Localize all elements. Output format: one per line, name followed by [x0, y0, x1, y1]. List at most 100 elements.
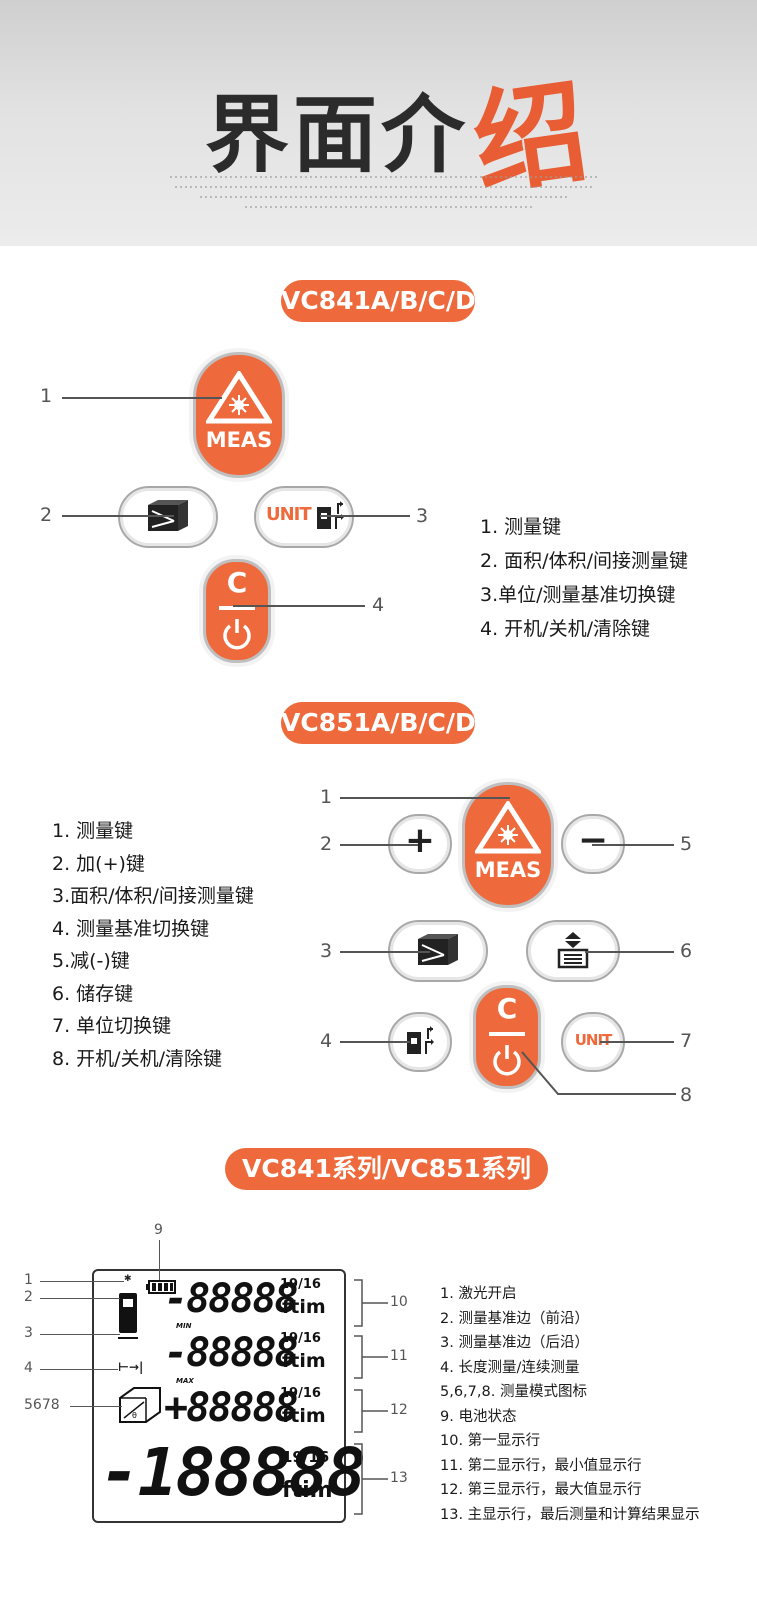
lcd-unit: ftim: [282, 1350, 326, 1372]
section3-legend: 1. 激光开启 2. 测量基准边（前沿） 3. 测量基准边（后沿） 4. 长度测…: [440, 1282, 700, 1527]
laser-on-icon: ✱: [124, 1274, 132, 1284]
callout-number: 3: [416, 505, 429, 527]
callout-number: 4: [372, 594, 385, 616]
power-clear-button[interactable]: C: [203, 559, 271, 663]
lcd-fraction: 19/16: [282, 1448, 330, 1466]
power-icon: [223, 619, 251, 650]
legend-item: 12. 第三显示行，最大值显示行: [440, 1482, 642, 1498]
lcd-display: [92, 1269, 346, 1523]
callout-number: 2: [40, 504, 53, 526]
area-volume-icon: [418, 934, 458, 965]
laser-triangle-icon: [206, 371, 272, 424]
lcd-fraction: 19/16: [280, 1331, 321, 1346]
legend-item: 9. 电池状态: [440, 1408, 517, 1425]
unit-label: UNIT: [266, 504, 312, 525]
power-clear-button[interactable]: C: [473, 985, 541, 1089]
legend-item: 3.单位/测量基准切换键: [480, 584, 676, 606]
max-label: MAX: [176, 1377, 194, 1385]
legend-item: 11. 第二显示行，最小值显示行: [440, 1457, 642, 1474]
device-reference-icon: [118, 1293, 138, 1339]
legend-item: 1. 测量键: [480, 516, 562, 538]
legend-item: 1. 测量键: [52, 820, 134, 842]
lcd-row1-value: -88888: [164, 1276, 298, 1322]
decorative-text-line: [175, 186, 595, 188]
callout-number: 1: [24, 1272, 33, 1288]
lcd-row3-value: +88888: [164, 1385, 298, 1431]
legend-item: 6. 储存键: [52, 982, 134, 1005]
callout-number: 10: [390, 1294, 408, 1310]
clear-label: C: [226, 566, 248, 599]
callout-number: 2: [24, 1289, 33, 1305]
legend-item: 8. 开机/关机/清除键: [52, 1047, 222, 1070]
leader-line: [320, 515, 410, 517]
callout-number: 8: [680, 1084, 693, 1106]
unit-label: UNIT: [574, 1031, 613, 1049]
header-title: 界面介: [205, 86, 470, 184]
lcd-fraction: 19/16: [280, 1386, 321, 1401]
callout-number: 1: [320, 786, 333, 808]
length-measure-icon: ⊢→|: [118, 1360, 144, 1374]
unit-reference-button[interactable]: UNIT: [254, 486, 354, 548]
callout-number: 7: [680, 1030, 693, 1052]
power-icon: [493, 1045, 521, 1076]
divider: [489, 1032, 525, 1036]
lcd-unit: ftim: [282, 1296, 326, 1318]
leader-line: [62, 515, 174, 517]
page-header: 界面介 绍: [0, 0, 757, 246]
leader-line: [592, 844, 674, 846]
section1-pill: VC841A/B/C/D: [281, 280, 476, 322]
callout-number: 5: [680, 833, 693, 855]
meas-button[interactable]: MEAS: [193, 352, 285, 478]
legend-item: 3. 测量基准边（后沿）: [440, 1335, 589, 1351]
leader-line: [340, 1041, 410, 1043]
leader-line: [521, 1051, 676, 1095]
callout-number: 11: [390, 1348, 408, 1364]
leader-line: [585, 951, 674, 953]
svg-text:θ: θ: [132, 1411, 137, 1420]
section2-pill: VC851A/B/C/D: [281, 702, 476, 744]
laser-triangle-icon: [475, 801, 541, 854]
section2-legend: 1. 测量键 2. 加(+)键 3.面积/体积/间接测量键 4. 测量基准切换键…: [52, 815, 254, 1075]
lcd-unit: ftim: [282, 1478, 333, 1503]
legend-item: 4. 开机/关机/清除键: [480, 618, 650, 640]
leader-line: [40, 1334, 120, 1335]
legend-item: 10. 第一显示行: [440, 1433, 541, 1449]
minus-label: −: [577, 820, 609, 861]
leader-line: [40, 1298, 120, 1299]
callout-number: 12: [390, 1402, 408, 1418]
battery-icon: [146, 1280, 176, 1294]
legend-item: 2. 加(+)键: [52, 852, 145, 875]
leader-line: [340, 844, 418, 846]
decorative-text-line: [245, 206, 535, 208]
header-title-accent: 绍: [465, 65, 595, 212]
leader-line: [600, 1041, 674, 1043]
area-volume-button[interactable]: [388, 920, 488, 982]
legend-item: 13. 主显示行，最后测量和计算结果显示: [440, 1506, 700, 1523]
callout-number: 9: [154, 1222, 163, 1238]
meas-button[interactable]: MEAS: [462, 782, 554, 908]
decorative-text-line: [170, 176, 600, 178]
decorative-text-line: [200, 196, 570, 198]
legend-item: 2. 面积/体积/间接测量键: [480, 550, 688, 572]
min-label: MIN: [176, 1322, 192, 1330]
callout-number: 1: [40, 385, 53, 407]
plus-label: +: [404, 820, 436, 861]
meas-label: MEAS: [474, 858, 542, 882]
leader-line: [40, 1281, 124, 1282]
divider: [219, 606, 255, 610]
callout-number: 5678: [24, 1397, 60, 1413]
area-volume-button[interactable]: [118, 486, 218, 548]
meas-label: MEAS: [205, 428, 273, 452]
legend-item: 4. 长度测量/连续测量: [440, 1359, 580, 1376]
leader-line: [340, 797, 510, 799]
store-icon: [557, 932, 589, 969]
leader-line: [40, 1369, 118, 1370]
lcd-fraction: 19/16: [280, 1277, 321, 1292]
legend-item: 1. 激光开启: [440, 1286, 517, 1302]
legend-item: 5.减(-)键: [52, 950, 130, 972]
section3-pill: VC841系列/VC851系列: [225, 1148, 548, 1190]
callout-number: 2: [320, 833, 333, 855]
bracket-lines: [354, 1279, 388, 1515]
lcd-unit: ftim: [282, 1405, 326, 1427]
leader-line: [62, 397, 222, 399]
